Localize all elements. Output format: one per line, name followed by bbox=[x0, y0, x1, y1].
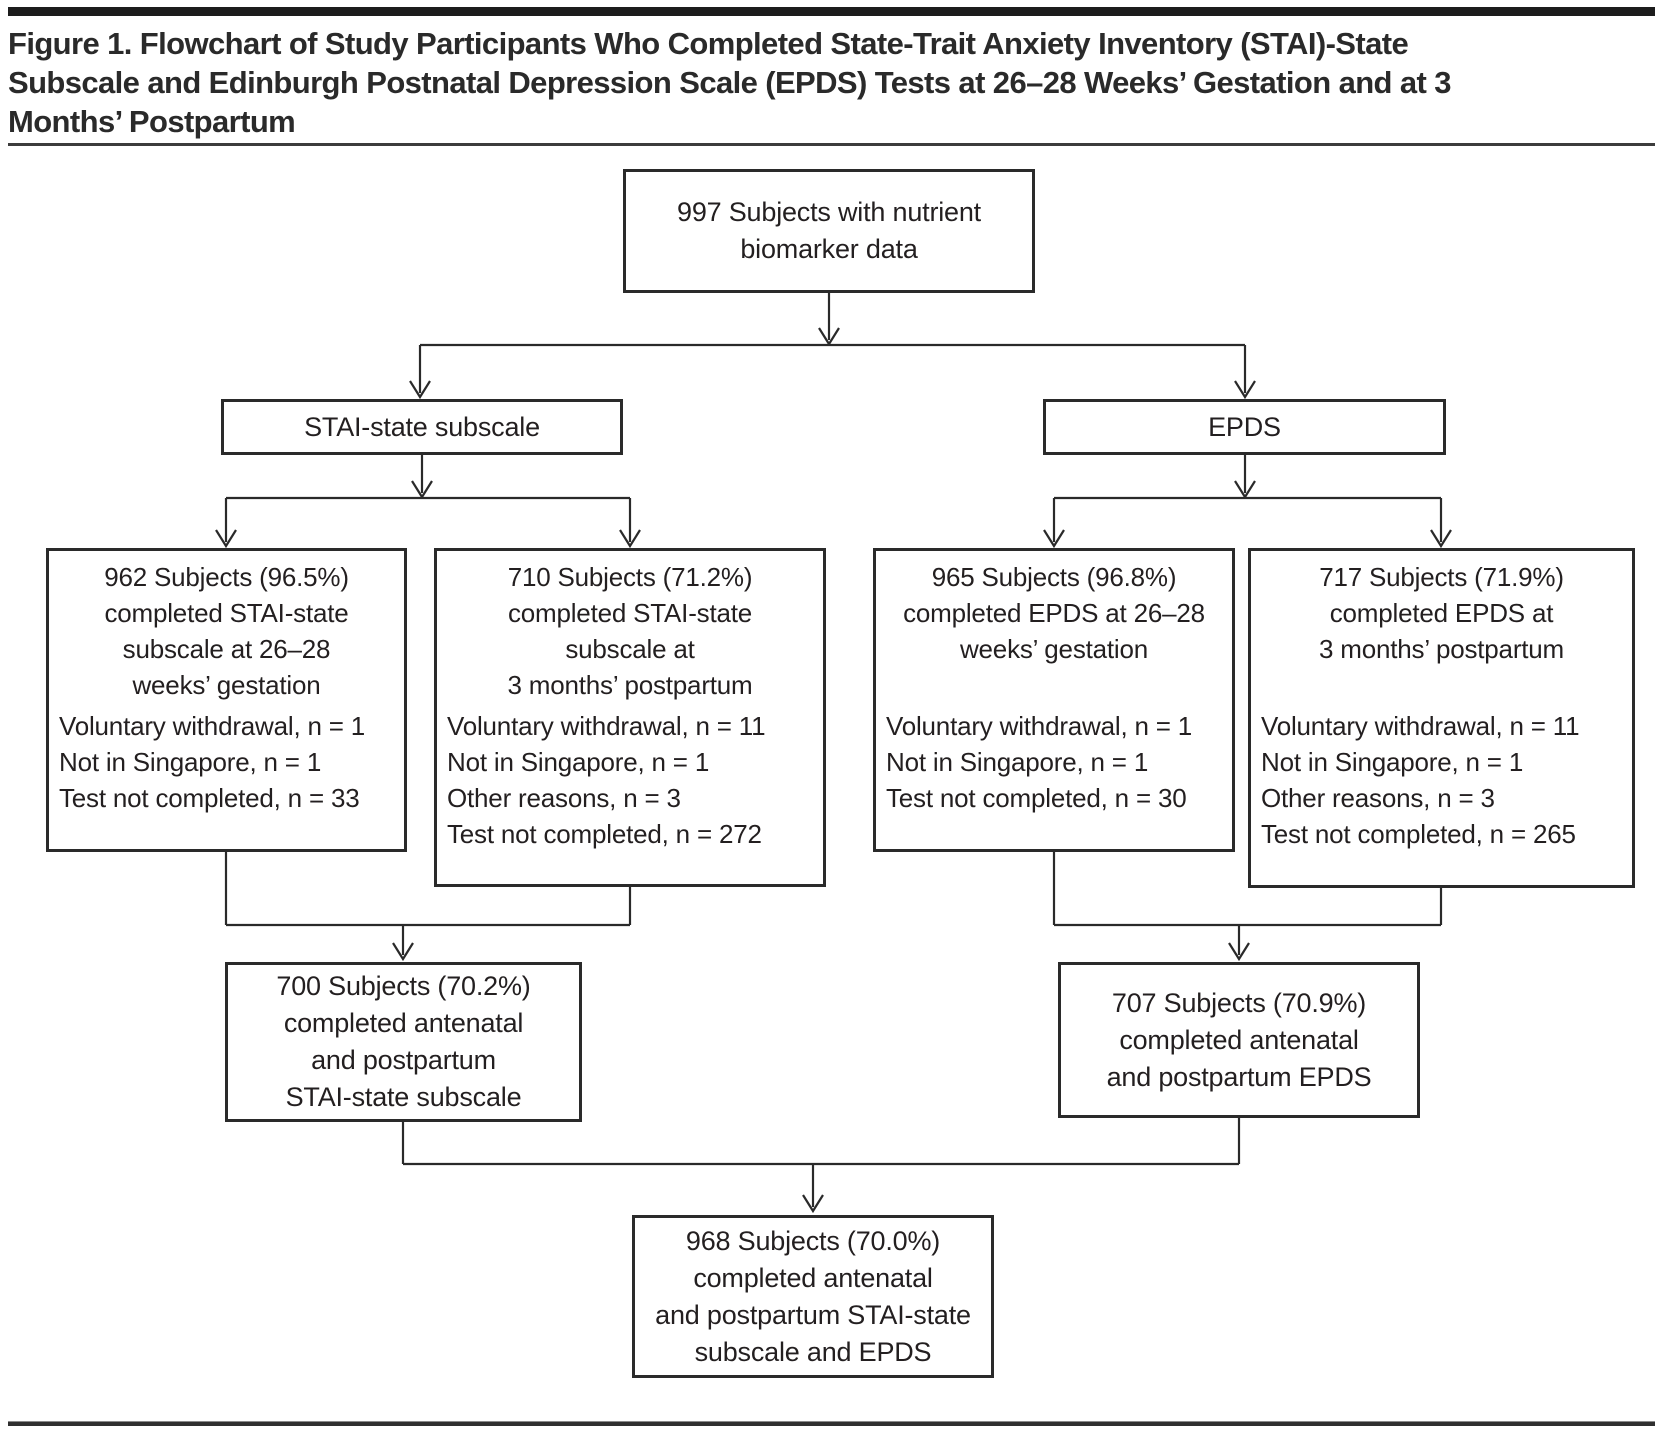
top-rule-thick bbox=[8, 7, 1655, 16]
epds-branch-label-text: EPDS bbox=[1208, 411, 1281, 442]
arrowhead-down-icon bbox=[1430, 529, 1452, 549]
connector-epds-split bbox=[1043, 455, 1452, 549]
box-epds-branch-label: EPDS bbox=[1043, 399, 1446, 455]
connector-root-to-branch-split bbox=[409, 293, 1256, 400]
stai-branch-label-text: STAI-state subscale bbox=[304, 411, 540, 442]
box-stai-both-timepoints: 700 Subjects (70.2%) completed antenatal… bbox=[225, 962, 582, 1122]
stai-postpartum-exclusions: Voluntary withdrawal, n = 11 Not in Sing… bbox=[447, 711, 766, 849]
arrowhead-down-icon bbox=[411, 480, 433, 500]
box-epds-postpartum: 717 Subjects (71.9%) completed EPDS at 3… bbox=[1248, 548, 1635, 888]
arrowhead-down-icon bbox=[1043, 529, 1065, 549]
epds-postpartum-exclusions: Voluntary withdrawal, n = 11 Not in Sing… bbox=[1261, 711, 1580, 849]
epds-both-text: 707 Subjects (70.9%) completed antenatal… bbox=[1106, 987, 1372, 1092]
arrowhead-down-icon bbox=[215, 529, 237, 549]
arrowhead-down-icon bbox=[1228, 942, 1250, 962]
bottom-rule bbox=[8, 1421, 1655, 1426]
connector-stai-split bbox=[215, 455, 641, 549]
connector-final-merge bbox=[401, 1118, 1241, 1214]
epds-antenatal-exclusions: Voluntary withdrawal, n = 1 Not in Singa… bbox=[886, 711, 1193, 813]
arrowhead-down-icon bbox=[409, 380, 431, 400]
box-stai-postpartum: 710 Subjects (71.2%) completed STAI-stat… bbox=[434, 548, 826, 887]
arrowhead-down-icon bbox=[802, 1194, 824, 1214]
box-stai-antenatal: 962 Subjects (96.5%) completed STAI-stat… bbox=[46, 548, 407, 852]
stai-both-text: 700 Subjects (70.2%) completed antenatal… bbox=[276, 971, 531, 1112]
epds-antenatal-header: 965 Subjects (96.8%) completed EPDS at 2… bbox=[903, 562, 1205, 664]
arrowhead-down-icon bbox=[1234, 380, 1256, 400]
stai-antenatal-exclusions: Voluntary withdrawal, n = 1 Not in Singa… bbox=[59, 711, 366, 813]
arrowhead-down-icon bbox=[818, 327, 840, 347]
stai-antenatal-header: 962 Subjects (96.5%) completed STAI-stat… bbox=[104, 562, 349, 700]
box-stai-branch-label: STAI-state subscale bbox=[221, 399, 623, 455]
arrowhead-down-icon bbox=[392, 942, 414, 962]
final-completed-both-text: 968 Subjects (70.0%) completed antenatal… bbox=[655, 1225, 971, 1367]
box-epds-both-timepoints: 707 Subjects (70.9%) completed antenatal… bbox=[1058, 962, 1420, 1118]
box-root-subjects: 997 Subjects with nutrient biomarker dat… bbox=[623, 169, 1035, 293]
arrowhead-down-icon bbox=[619, 529, 641, 549]
arrowhead-down-icon bbox=[1234, 480, 1256, 500]
figure-title: Figure 1. Flowchart of Study Participant… bbox=[8, 26, 1452, 139]
epds-postpartum-header: 717 Subjects (71.9%) completed EPDS at 3… bbox=[1318, 562, 1565, 664]
stai-postpartum-header: 710 Subjects (71.2%) completed STAI-stat… bbox=[507, 562, 753, 700]
box-epds-antenatal: 965 Subjects (96.8%) completed EPDS at 2… bbox=[873, 548, 1235, 852]
title-separator-rule bbox=[8, 143, 1655, 146]
box-final-completed-both: 968 Subjects (70.0%) completed antenatal… bbox=[632, 1215, 994, 1378]
box-root-text: 997 Subjects with nutrient biomarker dat… bbox=[677, 197, 981, 264]
